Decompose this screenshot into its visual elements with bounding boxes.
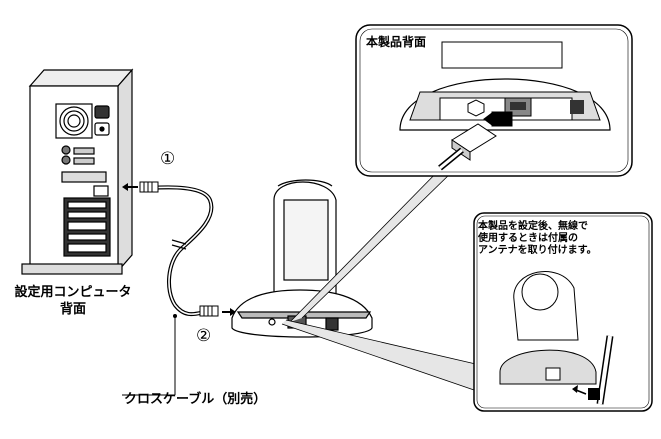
antenna-note-line2: 使用するときは付属の xyxy=(478,233,578,244)
inset-title: 本製品背面 xyxy=(366,35,427,49)
arrow-attach-antenna-icon xyxy=(572,385,587,395)
inset-product-back xyxy=(355,24,633,177)
antenna-note-line1: 本製品を設定後、無線で xyxy=(478,221,588,232)
zoom-lines-top xyxy=(289,163,455,323)
crossover-cable xyxy=(149,185,214,317)
pc-label-line2: 背面 xyxy=(59,302,86,317)
antenna-note: 本製品を設定後、無線で 使用するときは付属の アンテナを取り付けます。 xyxy=(478,221,648,257)
cable-label: クロスケーブル（別売） xyxy=(124,392,267,407)
computer-tower xyxy=(21,68,134,275)
cable-leader-line xyxy=(122,314,177,396)
arrow-to-camera-icon xyxy=(222,308,236,316)
inset-antenna xyxy=(473,212,653,412)
step1-marker: ① xyxy=(160,149,176,169)
pc-label: 設定用コンピュータ 背面 xyxy=(0,284,146,318)
connector-plug xyxy=(438,111,513,171)
arrow-to-pc-icon xyxy=(122,183,138,191)
connector-plug xyxy=(199,305,219,317)
step2-marker: ② xyxy=(196,326,212,346)
connector-plug xyxy=(139,181,159,193)
pc-label-line1: 設定用コンピュータ xyxy=(14,285,132,300)
antenna-note-line3: アンテナを取り付けます。 xyxy=(478,245,597,256)
zoom-lines-bottom xyxy=(281,319,481,391)
